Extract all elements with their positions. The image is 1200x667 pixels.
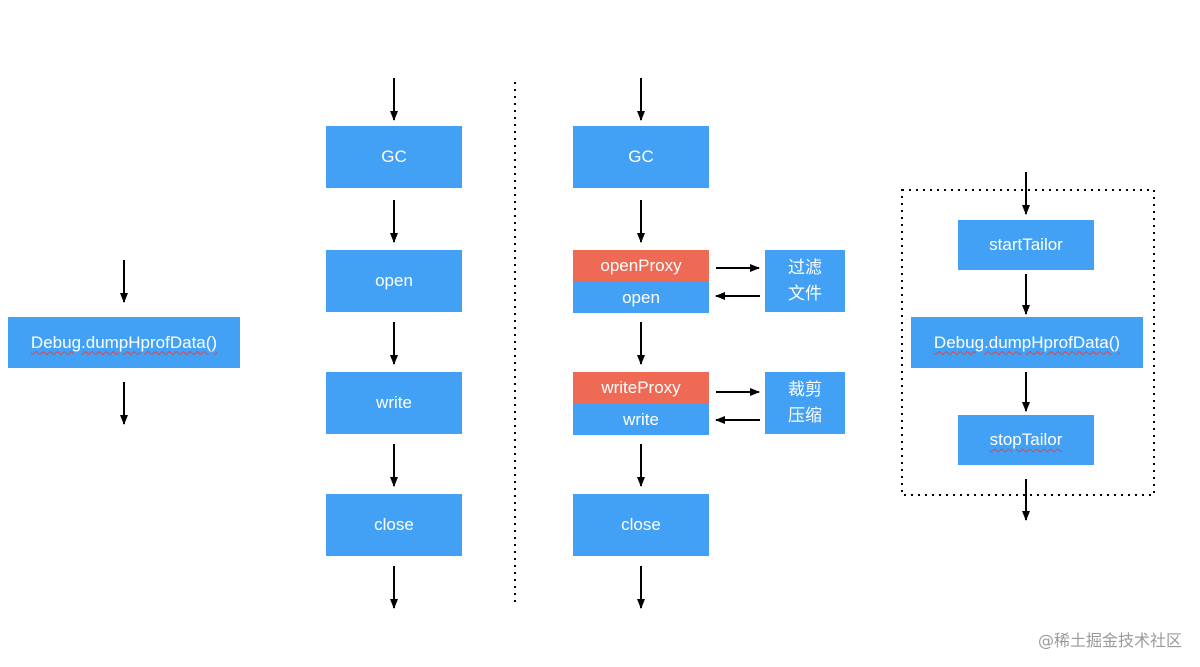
filter-file-box: 过滤 文件 — [765, 250, 845, 312]
open-inner-label: open — [622, 287, 660, 307]
filter-label-line1: 过滤 — [788, 258, 822, 278]
watermark-text: @稀土掘金技术社区 — [1037, 631, 1182, 650]
open-inner-box: open — [573, 282, 709, 313]
tailor-frame-dotted — [901, 189, 1155, 496]
gc-proxy-label: GC — [628, 147, 654, 166]
close-proxy-box: close — [573, 494, 709, 556]
write-box: write — [326, 372, 462, 434]
dump-hprof-tailor-box: Debug.dumpHprofData() — [911, 317, 1143, 368]
write-proxy-box: writeProxy — [573, 372, 709, 404]
start-tailor-box: startTailor — [958, 220, 1094, 270]
gc-box: GC — [326, 126, 462, 188]
write-label: write — [376, 393, 412, 412]
write-inner-box: write — [573, 404, 709, 435]
close-box: close — [326, 494, 462, 556]
close-label: close — [374, 515, 414, 534]
write-proxy-label: writeProxy — [601, 378, 681, 397]
crop-label-line2: 压缩 — [788, 406, 822, 426]
write-inner-label: write — [623, 409, 659, 429]
filter-label-line2: 文件 — [788, 284, 822, 304]
open-box: open — [326, 250, 462, 312]
dump-hprof-label: Debug.dumpHprofData() — [30, 332, 218, 352]
stop-tailor-box: stopTailor — [958, 415, 1094, 465]
stop-tailor-label: stopTailor — [989, 430, 1063, 449]
crop-label-line1: 裁剪 — [788, 380, 822, 400]
crop-compress-box: 裁剪 压缩 — [765, 372, 845, 434]
open-proxy-label: openProxy — [600, 256, 682, 275]
open-label: open — [375, 271, 413, 290]
gc-label: GC — [381, 147, 407, 166]
dump-hprof-tailor-label: Debug.dumpHprofData() — [933, 332, 1121, 352]
dump-hprof-box: Debug.dumpHprofData() — [8, 317, 240, 368]
start-tailor-label: startTailor — [989, 235, 1063, 254]
gc-proxy-box: GC — [573, 126, 709, 188]
open-proxy-box: openProxy — [573, 250, 709, 282]
close-proxy-label: close — [621, 515, 661, 534]
